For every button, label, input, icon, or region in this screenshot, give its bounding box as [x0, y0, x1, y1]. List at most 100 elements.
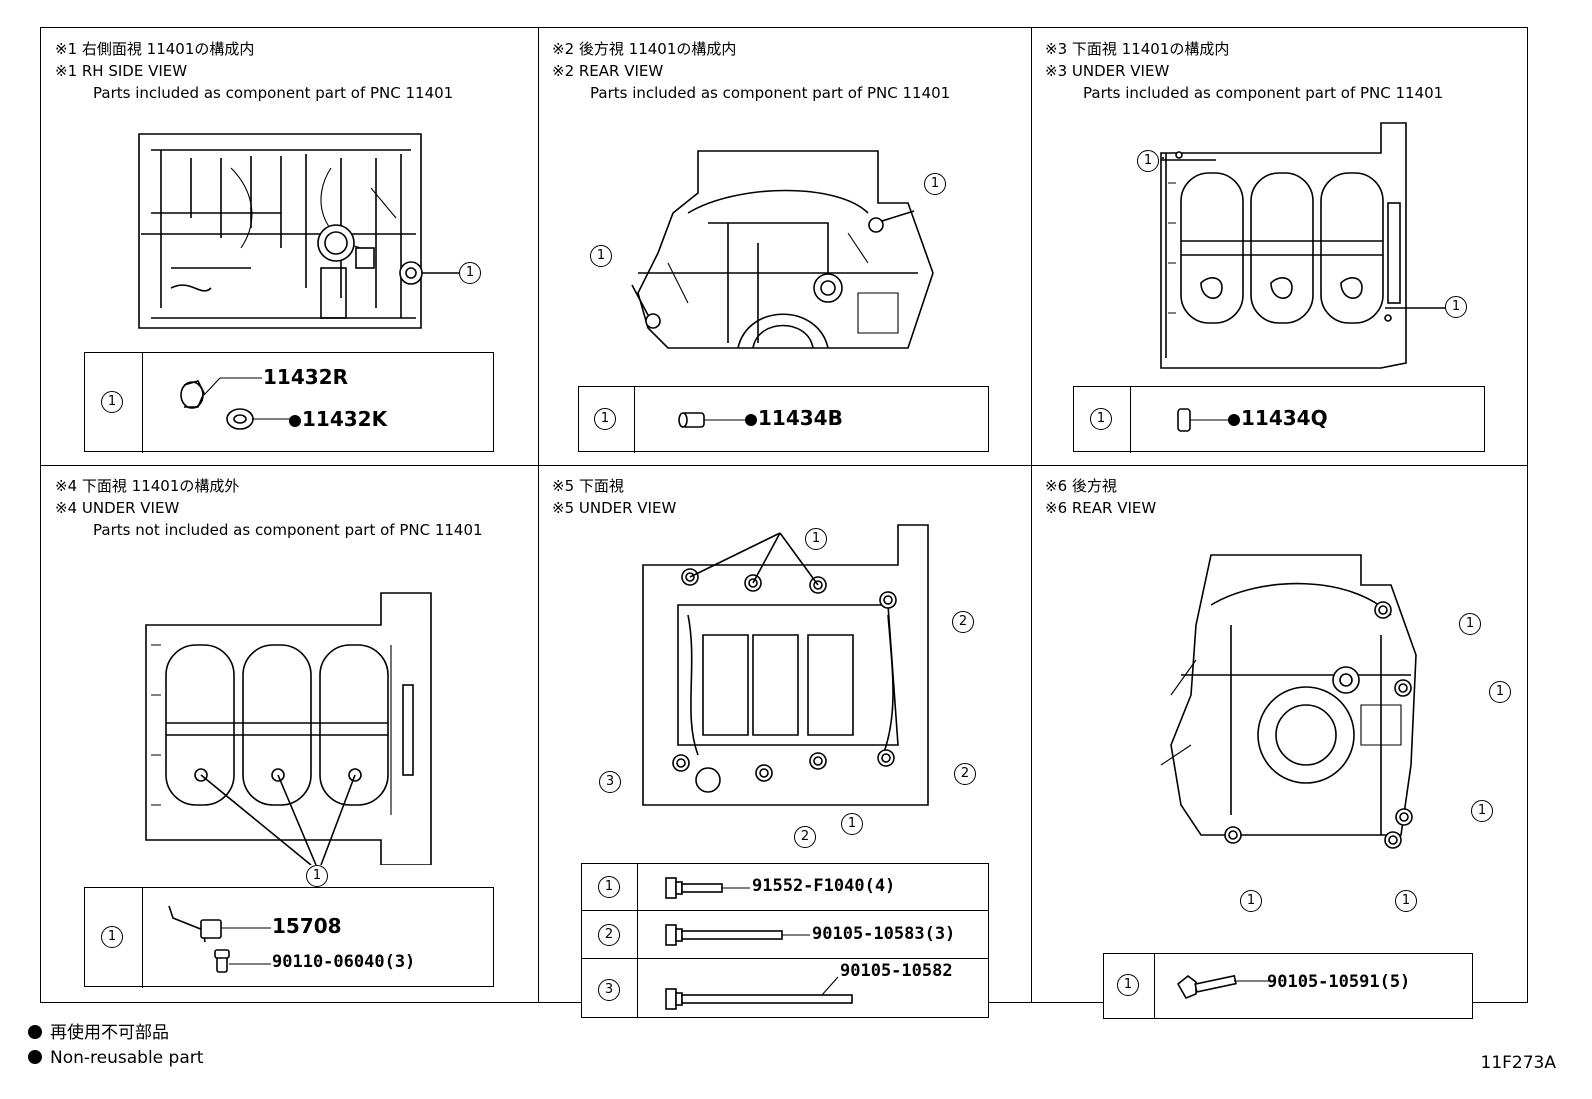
grid-divider-vertical [1031, 28, 1032, 1002]
header-jp: ※1 右側面視 11401の構成内 [55, 40, 255, 58]
dowel-pin-icon [678, 412, 746, 428]
panel-header: ※5 下面視 ※5 UNDER VIEW [552, 475, 676, 519]
callout-1: 1 [805, 528, 827, 550]
header-en: ※4 UNDER VIEW [55, 499, 180, 517]
header-en: ※2 REAR VIEW [552, 62, 664, 80]
header-note: Parts included as component part of PNC … [590, 84, 951, 102]
engine-block-rear-illustration [631, 150, 934, 349]
bolt-hole-inner [813, 580, 823, 590]
bolt-hole-inner [883, 595, 893, 605]
legend-item-jp: 再使用不可部品 [28, 1021, 203, 1046]
header-note: Parts not included as component part of … [93, 521, 483, 539]
row-index: 1 [101, 391, 123, 413]
panel-under-view-bolts: ※5 下面視 ※5 UNDER VIEW 1 2 3 2 1 2 1 [538, 465, 1031, 1018]
header-jp: ※5 下面視 [552, 477, 624, 495]
header-note: Parts included as component part of PNC … [93, 84, 454, 102]
table-row: 1 91552-F1040(4) [582, 864, 988, 910]
bolt-hole [1395, 808, 1413, 826]
panel-header: ※2 後方視 11401の構成内 ※2 REAR VIEW Parts incl… [552, 38, 950, 104]
part-number: 90105-10582 [840, 961, 953, 981]
legend: 再使用不可部品 Non-reusable part [28, 1021, 203, 1071]
header-note: Parts included as component part of PNC … [1083, 84, 1444, 102]
callout-1: 1 [1489, 681, 1511, 703]
panel-header: ※3 下面視 11401の構成内 ※3 UNDER VIEW Parts inc… [1045, 38, 1443, 104]
flange-bolt-extra-long-icon [665, 976, 853, 1010]
grid-divider-horizontal [41, 465, 1527, 466]
bolt-hole [809, 752, 827, 770]
callout-1: 1 [1395, 890, 1417, 912]
callout-2: 2 [952, 611, 974, 633]
panel-rear-view: ※2 後方視 11401の構成内 ※2 REAR VIEW Parts incl… [538, 28, 1031, 465]
bolt-hole [879, 591, 897, 609]
legend-item-en: Non-reusable part [28, 1046, 203, 1071]
bolt-hole [1224, 826, 1242, 844]
dowel-pin-icon [1177, 408, 1230, 432]
part-number: 91552-F1040(4) [752, 876, 896, 896]
part-number-non-reusable: 11432K [289, 407, 387, 431]
non-reusable-marker-icon [745, 414, 757, 426]
figure-code: 11F273A [1480, 1053, 1557, 1073]
bolt-hole [1394, 679, 1412, 697]
bolt-hole-inner [1388, 835, 1398, 845]
part-number-non-reusable: 11434Q [1228, 406, 1328, 430]
engine-block-rh-side-illustration [138, 133, 459, 329]
row-index: 3 [598, 979, 620, 1001]
callout-1: 1 [1459, 613, 1481, 635]
table-row: 2 90105-10583(3) [582, 910, 988, 959]
bolt-hole [1374, 601, 1392, 619]
table-row: 1 15708 90110-06040(3) [85, 888, 493, 988]
panel-rh-side-view: ※1 右側面視 11401の構成内 ※1 RH SIDE VIEW Parts … [41, 28, 538, 465]
part-number: 90105-10583(3) [812, 924, 956, 944]
callout-2: 2 [794, 826, 816, 848]
parts-table: 1 90105-10591(5) [1103, 953, 1473, 1019]
callout-1: 1 [924, 173, 946, 195]
plug-seal-icon [180, 377, 262, 430]
row-index: 1 [1117, 974, 1139, 996]
row-index: 2 [598, 924, 620, 946]
sensor-and-bolt-icon [168, 905, 271, 973]
part-number: 11432R [263, 365, 348, 389]
bolt-hole [755, 764, 773, 782]
table-row: 1 11434B [579, 387, 988, 453]
header-jp: ※3 下面視 11401の構成内 [1045, 40, 1230, 58]
bolt-hole-inner [759, 768, 769, 778]
panel-rear-view-bolts: ※6 後方視 ※6 REAR VIEW 1 1 1 1 1 1 [1031, 465, 1529, 1019]
header-jp: ※2 後方視 11401の構成内 [552, 40, 737, 58]
callout-1: 1 [1471, 800, 1493, 822]
panel-header: ※1 右側面視 11401の構成内 ※1 RH SIDE VIEW Parts … [55, 38, 453, 104]
header-en: ※5 UNDER VIEW [552, 499, 677, 517]
callout-1: 1 [1137, 150, 1159, 172]
header-jp: ※4 下面視 11401の構成外 [55, 477, 240, 495]
parts-table: 1 11434B [578, 386, 989, 453]
panel-header: ※4 下面視 11401の構成外 ※4 UNDER VIEW Parts not… [55, 475, 483, 541]
parts-table: 1 15708 90110-06040(3) [84, 887, 494, 988]
non-reusable-marker-icon [1228, 414, 1240, 426]
callout-1: 1 [459, 262, 481, 284]
engine-block-under-view-bolt-locations-illustration [642, 524, 929, 806]
panel-under-view-not-included: ※4 下面視 11401の構成外 ※4 UNDER VIEW Parts not… [41, 465, 538, 1002]
table-row: 1 11432R 11432K [85, 353, 493, 453]
part-number: 90105-10591(5) [1267, 972, 1411, 992]
parts-table: 1 11434Q [1073, 386, 1485, 453]
header-en: ※1 RH SIDE VIEW [55, 62, 188, 80]
bolt-hole-inner [1378, 605, 1388, 615]
table-row: 1 11434Q [1074, 387, 1484, 453]
callout-3: 3 [599, 771, 621, 793]
header-en: ※6 REAR VIEW [1045, 499, 1157, 517]
parts-diagram-grid: ※1 右側面視 11401の構成内 ※1 RH SIDE VIEW Parts … [40, 27, 1529, 1019]
bolt-hole-inner [1398, 683, 1408, 693]
engine-block-rear-bolt-locations-illustration [1160, 554, 1417, 849]
bolt-hole-inner [748, 578, 758, 588]
row-index: 1 [101, 926, 123, 948]
parts-table: 1 11432R 11432K [84, 352, 494, 453]
flange-bolt-long-icon [665, 924, 810, 946]
bolt-hole-inner [676, 758, 686, 768]
bolt-hole [877, 749, 895, 767]
callout-1: 1 [1240, 890, 1262, 912]
header-en: ※3 UNDER VIEW [1045, 62, 1170, 80]
engine-block-under-view-illustration [145, 592, 432, 865]
panel-under-view: ※3 下面視 11401の構成内 ※3 UNDER VIEW Parts inc… [1031, 28, 1529, 465]
grid-divider-vertical [538, 28, 539, 1002]
table-row: 3 90105-10582 [582, 958, 988, 1019]
bolt-hole [1384, 831, 1402, 849]
